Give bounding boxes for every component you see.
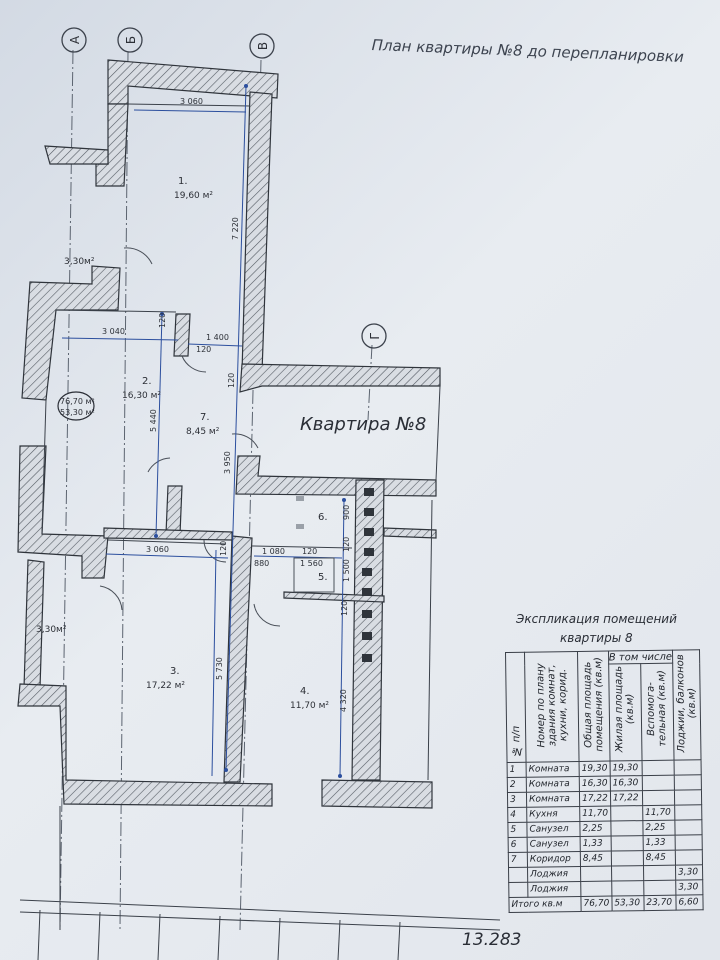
dim-9: 3 950	[223, 451, 232, 474]
dim-5: 1 400	[206, 333, 229, 342]
header-num: № п/п	[505, 652, 527, 763]
room-3-number: 3.	[170, 666, 180, 677]
table-total-row: Итого кв.м 76,70 53,30 23,70 6,60	[508, 894, 704, 913]
axis-label-b: Б	[124, 36, 138, 44]
dim-16: 900	[342, 505, 351, 520]
room-6-number: 6.	[318, 512, 328, 523]
room-2-number: 2.	[142, 376, 152, 387]
dim-15: 1 560	[300, 559, 323, 568]
total-loggia: 6,60	[675, 894, 704, 911]
dim-14: 880	[254, 559, 269, 568]
total-living: 53,30	[611, 895, 644, 912]
dim-8: 5 440	[149, 409, 158, 432]
total-area: 76,70	[580, 896, 612, 912]
dim-17: 120	[342, 537, 351, 552]
total-label: Итого кв.м	[508, 896, 582, 913]
dim-7: 120	[227, 373, 236, 388]
apartment-label: Квартира №8	[300, 414, 427, 435]
shaft-block	[364, 488, 374, 496]
axis-marker-a	[61, 27, 87, 53]
room-7-number: 7.	[200, 412, 210, 423]
room-4-number: 4.	[300, 686, 310, 697]
dim-13: 120	[302, 547, 317, 556]
header-aux: Вспомога-тельная (кв.м)	[640, 663, 674, 761]
axis-marker-v	[249, 33, 275, 59]
room-1-area: 19,60 м²	[174, 191, 213, 201]
dim-12: 1 080	[262, 547, 285, 556]
axis-marker-b	[117, 27, 143, 53]
explication-title: Экспликация помещений	[516, 612, 677, 626]
axis-label-v: В	[256, 42, 270, 50]
dim-10: 3 060	[146, 545, 169, 554]
loggia-1-area: 3,30м²	[64, 257, 95, 267]
room-3-area: 17,22 м²	[146, 681, 185, 691]
dim-19: 120	[340, 601, 349, 616]
header-living: Жилая площадь (кв.м)	[608, 663, 642, 762]
axis-label-a: А	[68, 35, 82, 44]
totals-badge	[57, 391, 95, 421]
header-total: Общая площадь помещения (кв.м)	[577, 651, 610, 762]
header-loggia: Лоджии, балконов (кв.м)	[672, 649, 701, 761]
room-4-area: 11,70 м²	[290, 701, 329, 711]
explication-subtitle: квартиры 8	[560, 631, 633, 645]
room-1-number: 1.	[178, 176, 188, 187]
dim-20: 5 730	[215, 657, 224, 680]
axis-marker-g	[361, 323, 387, 349]
total-aux: 23,70	[643, 895, 677, 911]
room-7-area: 8,45 м²	[186, 427, 220, 437]
dim-21: 4 320	[339, 689, 348, 712]
dim-18: 1 500	[342, 559, 351, 582]
header-name: Номер по плану здания комнат, кухни, кор…	[524, 651, 580, 763]
dim-11: 120	[219, 541, 228, 556]
loggia-2-area: 3,30м²	[36, 625, 67, 635]
sheet-code: 13.283	[462, 930, 522, 950]
dim-1: 3 060	[180, 97, 203, 106]
totals-badge-total: 76,70 м²	[60, 397, 95, 406]
dim-6: 120	[196, 345, 211, 354]
room-5-number: 5.	[318, 572, 328, 583]
room-2-area: 16,30 м²	[122, 391, 161, 401]
dim-3: 3 040	[102, 327, 125, 336]
axis-label-g: Г	[368, 332, 382, 339]
dim-4: 120	[158, 313, 167, 328]
dim-2: 7 220	[231, 217, 240, 240]
totals-badge-living: 53,30 м²	[60, 408, 95, 417]
explication-table: № п/п Номер по плану здания комнат, кухн…	[505, 649, 704, 913]
